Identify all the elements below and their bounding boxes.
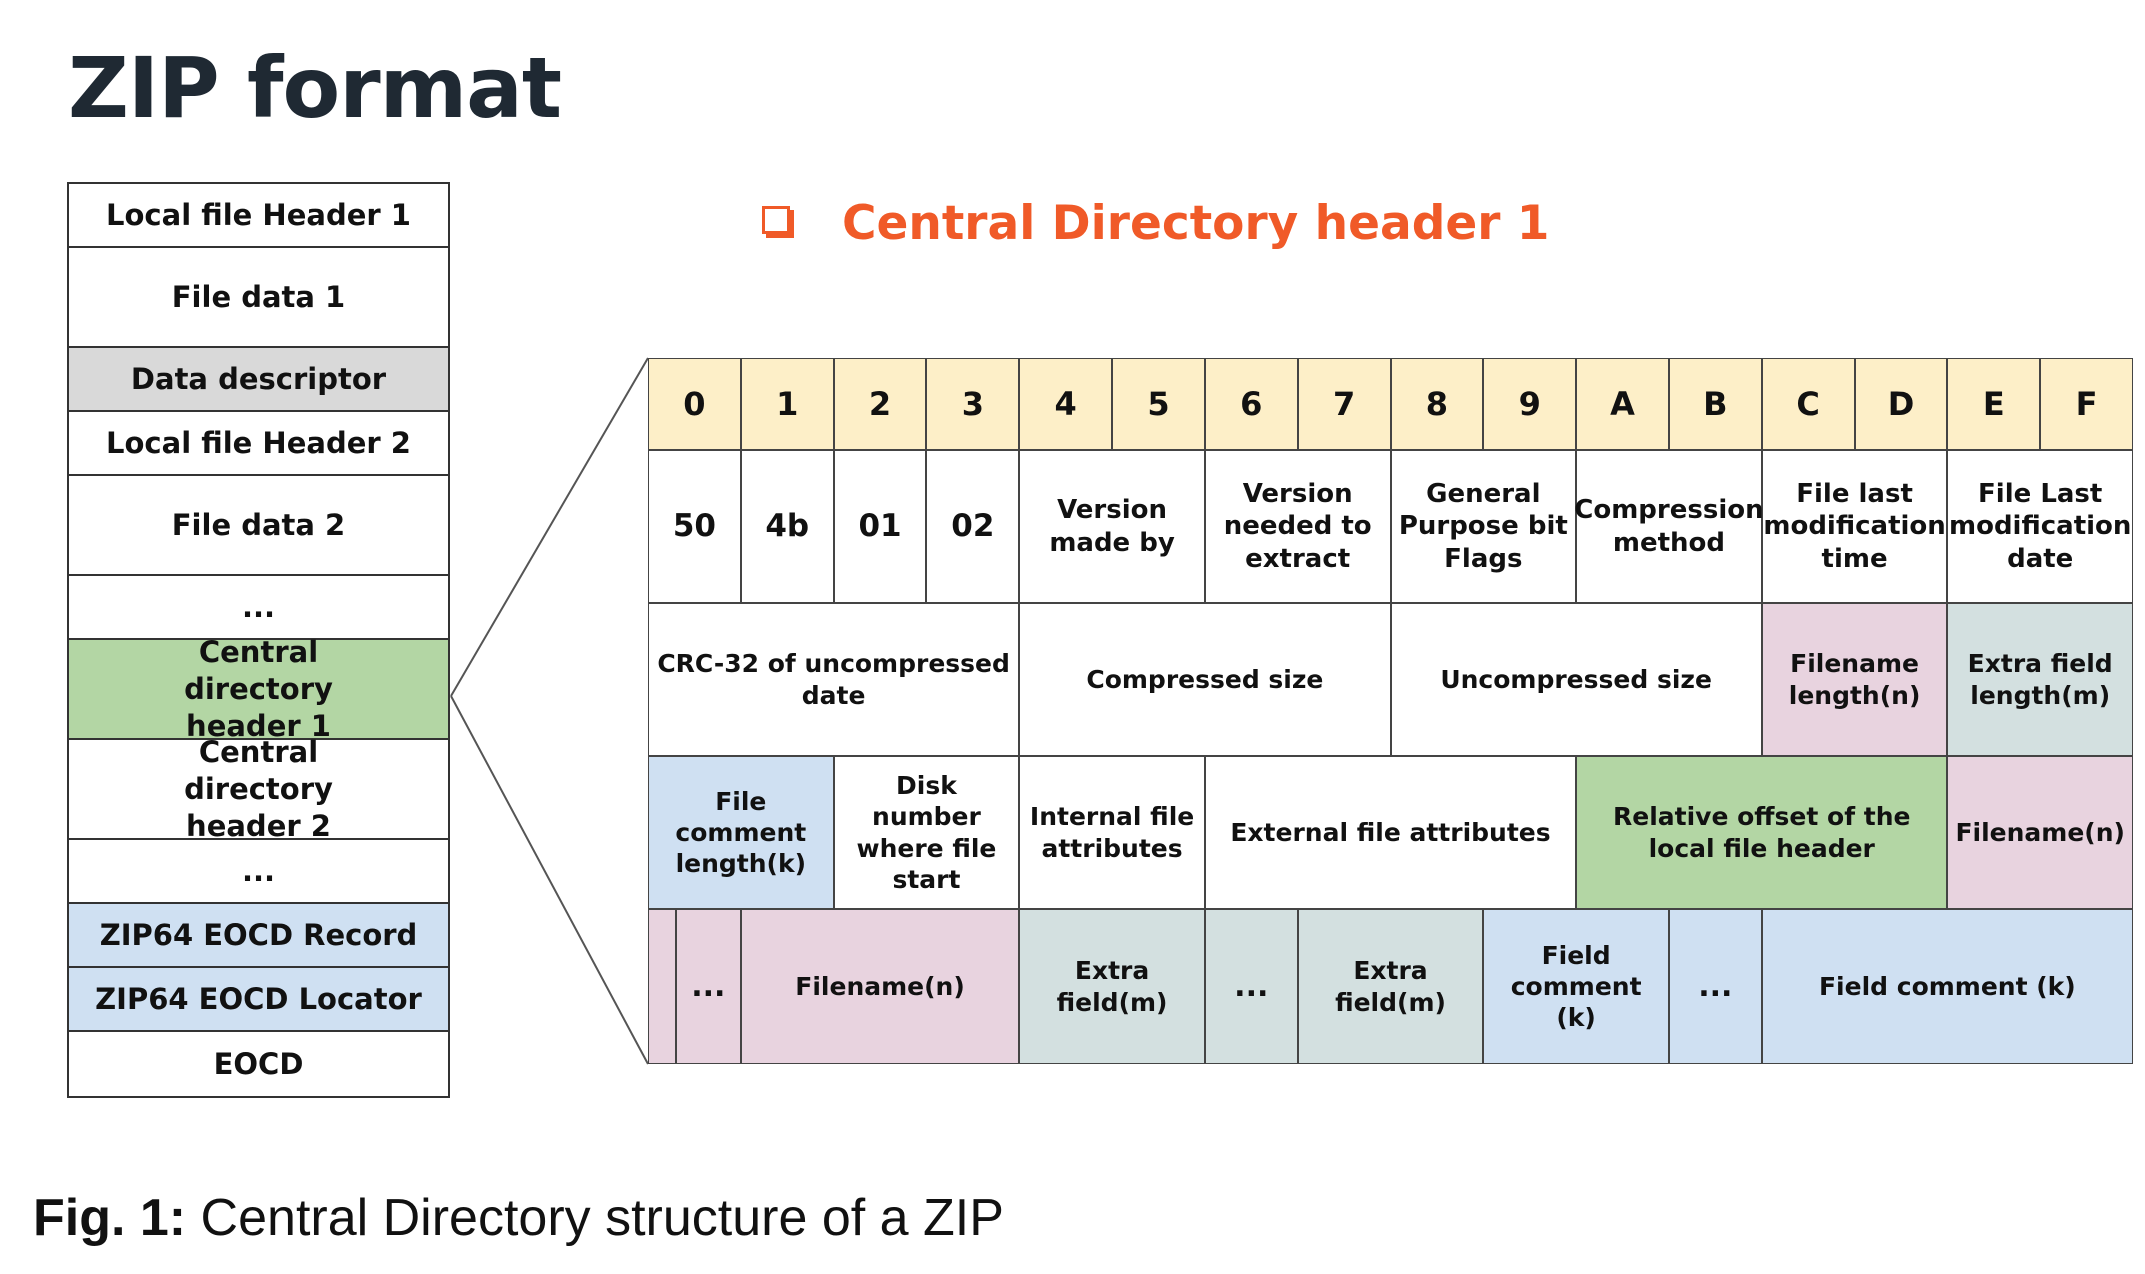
checkbox-square-icon xyxy=(762,205,790,234)
zoom-line-bottom xyxy=(450,695,649,1065)
subtitle-text: Central Directory header 1 xyxy=(842,196,1550,251)
hex-offset-b: B xyxy=(1668,358,1762,450)
caption-prefix: Fig. 1: xyxy=(33,1189,187,1247)
field-r4-c1: ... xyxy=(675,909,741,1064)
hex-offset-9: 9 xyxy=(1483,358,1577,450)
hex-offset-7: 7 xyxy=(1297,358,1391,450)
field-r4-c6: Field comment (k) xyxy=(1483,909,1669,1064)
hex-offset-5: 5 xyxy=(1112,358,1205,450)
stack-cell-3: Local file Header 2 xyxy=(69,412,448,476)
field-r4-c0 xyxy=(648,909,676,1064)
caption-text: Central Directory structure of a ZIP xyxy=(186,1189,1004,1247)
hex-offset-d: D xyxy=(1854,358,1948,450)
field-r3-c3: External file attributes xyxy=(1204,756,1577,909)
field-r4-c7: ... xyxy=(1668,909,1762,1064)
stack-cell-4: File data 2 xyxy=(69,476,448,576)
field-r4-c3: Extra field(m) xyxy=(1019,909,1205,1064)
stack-cell-5: ... xyxy=(69,576,448,640)
field-r4-c5: Extra field(m) xyxy=(1297,909,1484,1064)
figure-caption: Fig. 1: Central Directory structure of a… xyxy=(33,1188,1004,1248)
stack-cell-1: File data 1 xyxy=(69,248,448,348)
hex-offset-e: E xyxy=(1947,358,2041,450)
field-r4-c4: ... xyxy=(1204,909,1298,1064)
field-r2-c0: CRC-32 of uncompressed date xyxy=(648,603,1020,756)
field-r1-c6: General Purpose bit Flags xyxy=(1390,450,1577,603)
field-r3-c0: File comment length(k) xyxy=(648,756,834,909)
hex-offset-4: 4 xyxy=(1019,358,1113,450)
field-r3-c5: Filename(n) xyxy=(1947,756,2133,909)
field-r1-c3: 02 xyxy=(926,450,1020,603)
field-r3-c4: Relative offset of the local file header xyxy=(1576,756,1948,909)
hex-offset-3: 3 xyxy=(926,358,1020,450)
page-title: ZIP format xyxy=(68,39,562,137)
hex-offset-1: 1 xyxy=(740,358,834,450)
stack-cell-0: Local file Header 1 xyxy=(69,184,448,248)
field-r1-c7: Compression method xyxy=(1574,450,1764,603)
hex-offset-c: C xyxy=(1761,358,1855,450)
field-r1-c4: Version made by xyxy=(1019,450,1205,603)
hex-offset-0: 0 xyxy=(648,358,741,450)
field-r1-c9: File Last modification date xyxy=(1947,450,2133,603)
field-r1-c2: 01 xyxy=(833,450,927,603)
field-r2-c2: Uncompressed size xyxy=(1390,603,1762,756)
field-r1-c1: 4b xyxy=(740,450,834,603)
field-r2-c4: Extra field length(m) xyxy=(1947,603,2133,756)
field-r2-c1: Compressed size xyxy=(1019,603,1391,756)
field-r1-c8: File last modification time xyxy=(1761,450,1948,603)
field-r2-c3: Filename length(n) xyxy=(1761,603,1948,756)
stack-cell-8: ... xyxy=(69,840,448,904)
stack-cell-6: Central directory header 1 xyxy=(69,635,448,743)
hex-offset-8: 8 xyxy=(1390,358,1484,450)
central-directory-subtitle: Central Directory header 1 xyxy=(762,196,1549,251)
field-r4-c2: Filename(n) xyxy=(740,909,1020,1064)
hex-offset-2: 2 xyxy=(833,358,927,450)
zoom-line-top xyxy=(450,357,649,697)
stack-cell-9: ZIP64 EOCD Record xyxy=(69,904,448,968)
field-r4-c8: Field comment (k) xyxy=(1761,909,2133,1064)
field-r3-c2: Internal file attributes xyxy=(1019,756,1205,909)
stack-cell-2: Data descriptor xyxy=(69,348,448,412)
field-r3-c1: Disk number where file start xyxy=(833,756,1020,909)
stack-cell-10: ZIP64 EOCD Locator xyxy=(69,968,448,1032)
hex-offset-a: A xyxy=(1576,358,1669,450)
stack-cell-7: Central directory header 2 xyxy=(69,735,448,843)
stack-cell-11: EOCD xyxy=(69,1032,448,1096)
field-r1-c5: Version needed to extract xyxy=(1204,450,1391,603)
field-r1-c0: 50 xyxy=(648,450,741,603)
hex-offset-f: F xyxy=(2040,358,2133,450)
hex-offset-6: 6 xyxy=(1204,358,1298,450)
